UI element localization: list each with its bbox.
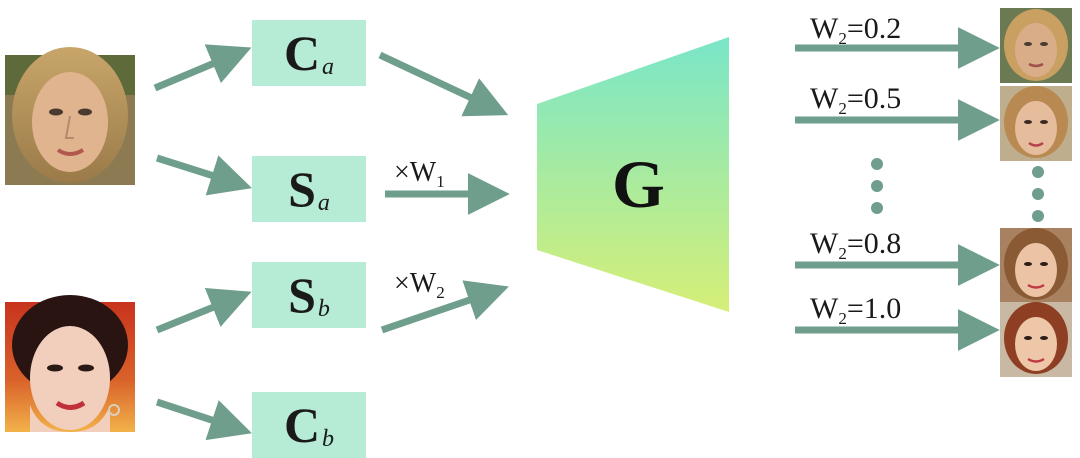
generator-label: G bbox=[612, 146, 665, 222]
ellipsis-dot bbox=[1032, 166, 1044, 178]
weight-w2-prefix: ×W bbox=[394, 268, 437, 299]
style-code-a-letter: S bbox=[288, 161, 316, 217]
weight-w2-label: ×W2 bbox=[394, 268, 445, 302]
arrow-face-b-to-sb bbox=[155, 287, 252, 334]
arrow-sb-to-g bbox=[380, 280, 509, 334]
face-a-image bbox=[5, 47, 135, 185]
style-code-b-letter: S bbox=[288, 267, 316, 323]
output-weight-value: =1.0 bbox=[846, 292, 902, 325]
output-weight-value: =0.2 bbox=[846, 12, 902, 45]
output-weight-subscript: 2 bbox=[838, 29, 847, 48]
output-weight-subscript: 2 bbox=[838, 244, 847, 263]
weight-w1-subscript: 1 bbox=[436, 172, 445, 191]
output-weight-prefix: W bbox=[810, 292, 839, 325]
output-face-2 bbox=[1000, 86, 1072, 161]
output-face-3 bbox=[1000, 228, 1072, 303]
style-code-b-subscript: b bbox=[317, 295, 330, 322]
content-code-b-letter: C bbox=[283, 397, 321, 453]
generator-trapezoid bbox=[537, 37, 729, 312]
output-weight-value: =0.8 bbox=[846, 227, 902, 260]
weight-w1-prefix: ×W bbox=[394, 157, 437, 188]
output-weight-prefix: W bbox=[810, 12, 839, 45]
output-weight-prefix: W bbox=[810, 227, 839, 260]
content-code-b-subscript: b bbox=[322, 425, 335, 452]
output-weight-value: =0.5 bbox=[846, 82, 902, 115]
output-weight-label-4: W2=1.0 bbox=[810, 292, 902, 328]
weight-w1-label: ×W1 bbox=[394, 157, 445, 191]
arrow-face-b-to-cb bbox=[155, 398, 252, 441]
output-weight-subscript: 2 bbox=[838, 99, 847, 118]
ellipsis-dot bbox=[871, 202, 883, 214]
arrow-face-a-to-sa bbox=[155, 154, 253, 196]
arrow-face-a-to-ca bbox=[153, 44, 252, 92]
ellipsis-dot bbox=[1032, 188, 1044, 200]
content-code-a-letter: C bbox=[283, 25, 321, 81]
output-weight-label-1: W2=0.2 bbox=[810, 12, 902, 48]
ellipsis-dot bbox=[1032, 210, 1044, 222]
ellipsis-dot bbox=[871, 158, 883, 170]
style-code-a-subscript: a bbox=[317, 189, 330, 216]
face-b-image bbox=[5, 295, 135, 432]
output-weight-label-2: W2=0.5 bbox=[810, 82, 902, 118]
output-face-4 bbox=[1000, 302, 1072, 377]
arrow-ca-to-g bbox=[378, 51, 509, 117]
content-code-a-subscript: a bbox=[322, 53, 335, 80]
output-weight-prefix: W bbox=[810, 82, 839, 115]
ellipsis-dot bbox=[871, 180, 883, 192]
weight-w2-subscript: 2 bbox=[436, 283, 445, 302]
output-weight-label-3: W2=0.8 bbox=[810, 227, 902, 263]
output-face-1 bbox=[1000, 8, 1072, 83]
output-weight-subscript: 2 bbox=[838, 309, 847, 328]
